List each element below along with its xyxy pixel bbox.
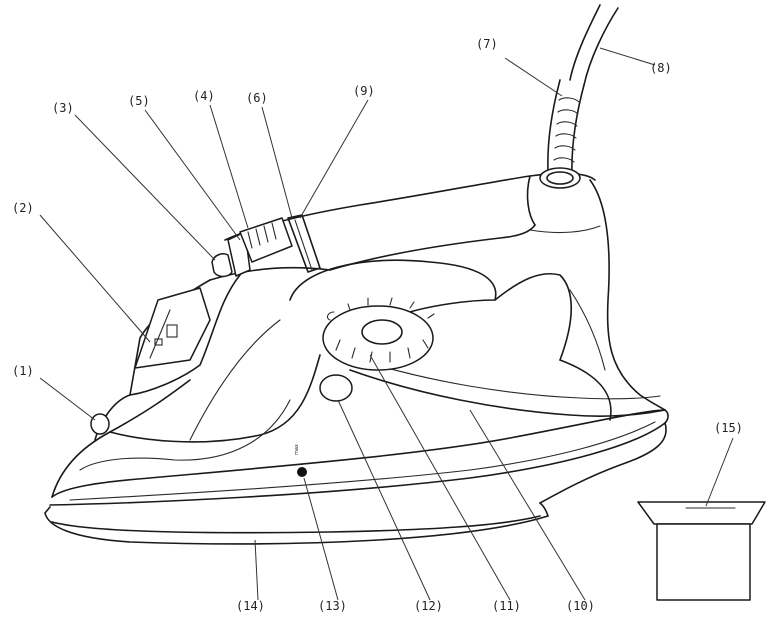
callout-3: (3) bbox=[52, 101, 74, 115]
measuring-cup bbox=[637, 501, 766, 601]
leader-15 bbox=[705, 437, 734, 507]
callout-15: (15) bbox=[714, 421, 743, 435]
callout-11: (11) bbox=[492, 599, 521, 613]
iron-body bbox=[51, 179, 666, 498]
callout-14: (14) bbox=[236, 599, 265, 613]
spray-button bbox=[211, 253, 233, 278]
callout-6: (6) bbox=[246, 91, 268, 105]
leader-13 bbox=[303, 477, 339, 601]
self-clean-button bbox=[319, 374, 353, 402]
leader-9 bbox=[299, 99, 369, 219]
callout-4: (4) bbox=[193, 89, 215, 103]
spray-nozzle bbox=[90, 413, 110, 435]
leader-14 bbox=[254, 539, 259, 601]
callout-10: (10) bbox=[566, 599, 595, 613]
callout-9: (9) bbox=[353, 84, 375, 98]
power-cord bbox=[569, 4, 619, 86]
callout-5: (5) bbox=[128, 94, 150, 108]
leader-2 bbox=[39, 214, 151, 343]
callout-1: (1) bbox=[12, 364, 34, 378]
leader-8 bbox=[599, 47, 656, 66]
callout-labels: (1) (2) (3) (5) (4) (6) (9) (7) (8) (15)… bbox=[12, 37, 743, 613]
soleplate bbox=[44, 409, 669, 545]
callout-8: (8) bbox=[650, 61, 672, 75]
callout-2: (2) bbox=[12, 201, 34, 215]
leader-4 bbox=[209, 104, 249, 229]
leader-7 bbox=[504, 57, 563, 97]
max-mark-text: max bbox=[294, 444, 300, 455]
handle-band bbox=[287, 214, 321, 273]
leader-1 bbox=[39, 377, 96, 421]
variable-steam-slider bbox=[239, 217, 293, 263]
leader-5 bbox=[144, 109, 241, 241]
temperature-dial bbox=[322, 297, 435, 371]
cord-guard bbox=[539, 79, 585, 189]
leader-3 bbox=[74, 114, 216, 261]
leader-6 bbox=[261, 106, 293, 219]
control-panel bbox=[134, 287, 211, 369]
callout-7: (7) bbox=[476, 37, 498, 51]
callout-13: (13) bbox=[318, 599, 347, 613]
max-fill-mark: max bbox=[294, 444, 307, 477]
callout-12: (12) bbox=[414, 599, 443, 613]
leader-12 bbox=[337, 399, 431, 601]
leader-11 bbox=[369, 354, 511, 601]
leader-lines bbox=[39, 47, 734, 601]
leader-10 bbox=[469, 409, 586, 601]
